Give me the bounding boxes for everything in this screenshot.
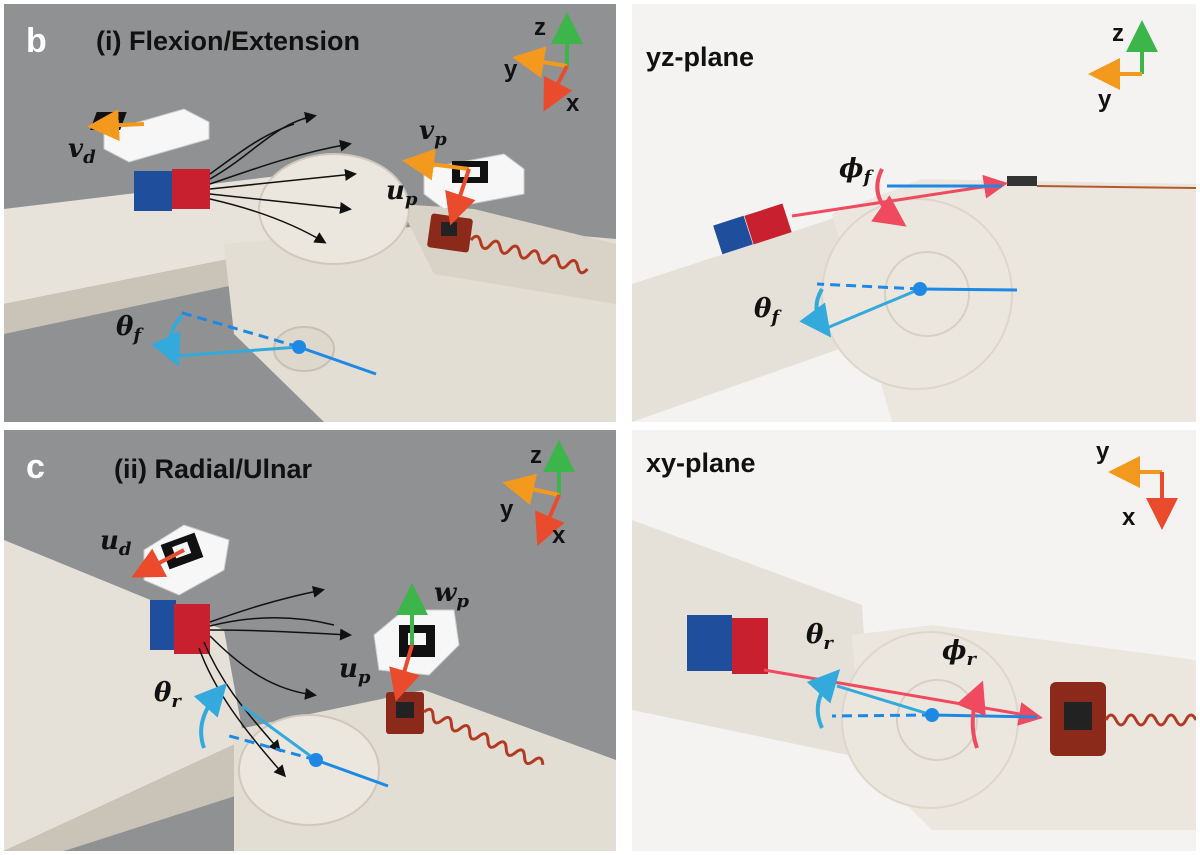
- xy-reference-line: [931, 713, 1038, 719]
- xy-theta-r-indicator: [806, 669, 939, 729]
- c-axis-label-x: x: [552, 522, 566, 549]
- phi-f-arc: [871, 168, 907, 227]
- panel-xy-plane: xy-plane y x θr ϕr: [632, 430, 1196, 851]
- panel-radial-ulnar: c (ii) Radial/Ulnar z y x ud wp up θr: [4, 430, 616, 851]
- xy-plane-scene: [632, 456, 1196, 830]
- c-u-p-arrow: [389, 644, 420, 702]
- joint-hinge: [258, 153, 410, 265]
- c-label-u-p: up: [339, 654, 371, 689]
- yz-distal-segment: [632, 209, 882, 422]
- yz-coordinate-frame: [1088, 20, 1158, 90]
- xy-serpentine-wire: [1104, 713, 1196, 727]
- axis-label-y: y: [504, 56, 518, 83]
- theta-r-indicator: [193, 683, 389, 788]
- yz-magnet-blue: [713, 215, 753, 255]
- yz-label-theta-f: θf: [754, 294, 780, 329]
- panel-title-radial: (ii) Radial/Ulnar: [114, 454, 313, 484]
- c-joint: [238, 714, 380, 826]
- label-theta-r: θr: [154, 678, 181, 713]
- label-phi-r: ϕr: [942, 636, 976, 671]
- u-p-arrow: [445, 168, 476, 226]
- theta-f-indicator: [151, 310, 377, 376]
- c-axis-label-z: z: [530, 442, 542, 469]
- xy-axis-label-x: x: [1122, 504, 1136, 531]
- panel-letter-c: c: [26, 448, 45, 486]
- panel-yz-plane: yz-plane z y ϕf θf: [632, 4, 1196, 422]
- c-coordinate-frame: [502, 440, 575, 547]
- panel-title-yz: yz-plane: [646, 42, 755, 72]
- label-u-d: ud: [100, 526, 132, 561]
- label-v-d: vd: [68, 134, 96, 169]
- yz-axis-label-y: y: [1098, 86, 1112, 113]
- label-u-p: up: [386, 176, 418, 211]
- c-axis-label-y: y: [500, 496, 514, 523]
- yz-magnet-red: [744, 203, 792, 245]
- panel-title-xy: xy-plane: [646, 448, 756, 478]
- xy-magnet-blue: [687, 615, 732, 671]
- axis-label-x: x: [566, 90, 580, 117]
- magnetic-field-lines: [209, 111, 357, 244]
- yz-theta-f-indicator: [799, 282, 1018, 338]
- yz-plane-scene: [632, 20, 1196, 422]
- serpentine-wire: [469, 234, 589, 275]
- panel-title-flexion: (i) Flexion/Extension: [96, 26, 361, 56]
- panel-letter-b: b: [26, 22, 47, 60]
- phi-r-arc: [956, 680, 986, 749]
- xy-magnet-red: [732, 618, 768, 674]
- label-w-p: wp: [434, 578, 469, 613]
- v-p-arrow: [402, 148, 470, 181]
- yz-axis-label-z: z: [1112, 20, 1124, 47]
- distal-marker: [103, 108, 210, 163]
- radial-scene: [4, 440, 616, 851]
- coordinate-frame: [512, 12, 583, 112]
- distal-finger-segment: [4, 174, 304, 304]
- axis-label-z: z: [534, 14, 546, 41]
- xy-axis-label-y: y: [1096, 438, 1110, 465]
- u-d-arrow: [131, 548, 185, 578]
- v-d-arrow: [87, 109, 145, 142]
- yz-sensor: [1007, 176, 1037, 186]
- magnet-blue: [134, 171, 172, 211]
- label-v-p: vp: [419, 116, 447, 151]
- c-magnet-blue: [150, 600, 176, 650]
- c-magnet-red: [174, 604, 210, 654]
- panel-flexion-extension: b (i) Flexion/Extension z y x vd vp up θ…: [4, 4, 616, 422]
- magnet-red: [172, 169, 210, 209]
- label-theta-f: θf: [116, 312, 142, 347]
- xy-coordinate-frame: [1108, 456, 1178, 530]
- label-phi-f: ϕf: [839, 154, 872, 189]
- c-serpentine-wire: [423, 707, 545, 766]
- c-magnetic-field-lines: [198, 585, 352, 778]
- flexion-scene: [4, 12, 616, 422]
- xy-label-theta-r: θr: [806, 620, 833, 655]
